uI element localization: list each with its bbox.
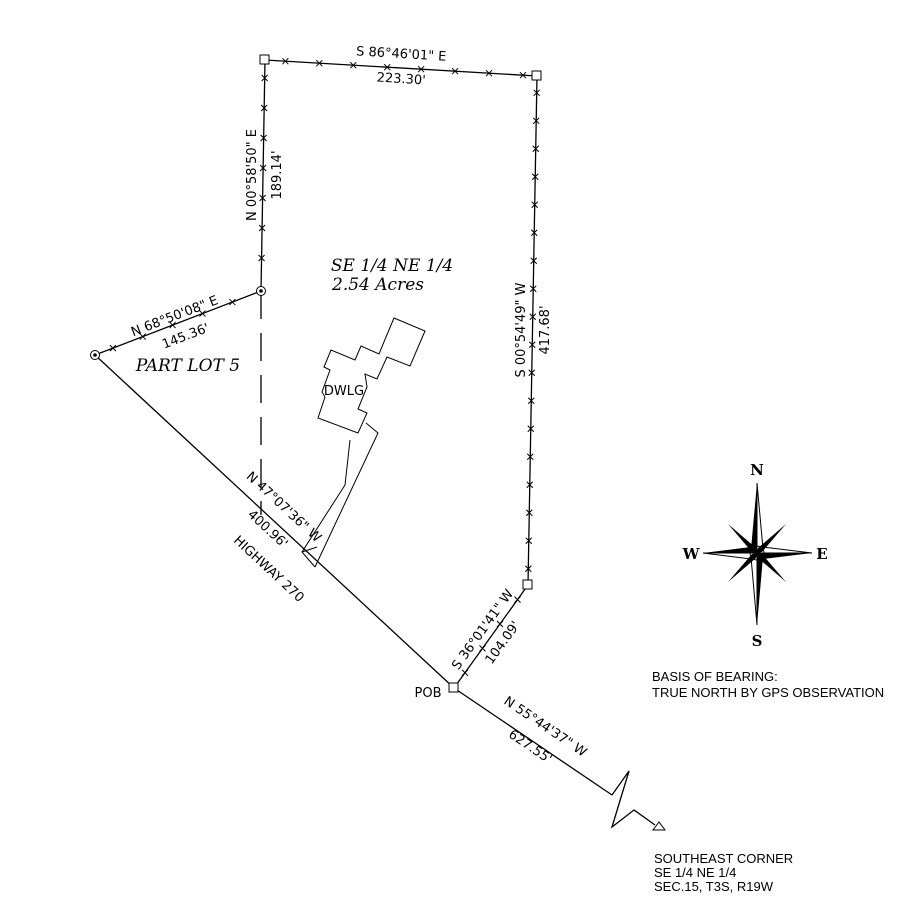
west-line-distance: 189.14' [270, 150, 285, 199]
fence-mark [525, 537, 533, 545]
driveway-apron [301, 546, 318, 553]
pob-marker [448, 682, 459, 693]
fence-mark [526, 453, 534, 461]
fence-mark [519, 71, 527, 79]
compass-se-point [757, 553, 786, 582]
fence-mark [530, 229, 538, 237]
fence-marks [109, 57, 541, 677]
dwelling-footprint [317, 317, 426, 434]
fence-mark [258, 224, 266, 232]
driveway-edge-left [301, 439, 351, 568]
parcel-title: SE 1/4 NE 1/4 [331, 256, 453, 276]
west-line-bearing: N 00°58'50" E [245, 129, 260, 221]
east-boundary-line [527, 75, 538, 586]
compass-sw-point [728, 553, 757, 582]
fence-mark [527, 425, 535, 433]
fence-mark [261, 74, 269, 82]
fence-mark [528, 341, 536, 349]
compass-ne-point [757, 524, 786, 553]
compass-south-point-outline [750, 552, 758, 626]
corner-note-line2: SE 1/4 NE 1/4 [654, 865, 736, 880]
corner-markers [90, 54, 666, 831]
basis-of-bearing-text: TRUE NORTH BY GPS OBSERVATION [652, 685, 884, 700]
part-lot-label: PART LOT 5 [135, 356, 240, 376]
fence-mark [531, 173, 539, 181]
fence-mark [282, 57, 289, 65]
west-corner-dot [93, 353, 97, 357]
pob-label: POB [415, 686, 442, 701]
compass-north-point [751, 483, 757, 553]
fence-mark [260, 104, 268, 112]
compass-s-label: S [752, 632, 763, 650]
tie-line [453, 687, 613, 796]
driveway-edge-right [314, 422, 379, 568]
fence-mark [533, 89, 541, 97]
lot-corner-dot [259, 289, 263, 293]
north-boundary-line [264, 59, 538, 77]
fence-mark [417, 65, 425, 73]
corner-note-line3: SEC.15, T3S, R19W [654, 879, 774, 894]
west-boundary-line [260, 59, 266, 292]
dwelling-outline [317, 317, 426, 434]
corner-note-line1: SOUTHEAST CORNER [654, 851, 793, 866]
fence-mark [532, 145, 540, 153]
fence-mark [349, 61, 357, 69]
section-corner-marker [652, 821, 666, 831]
highway-name: HIGHWAY 270 [230, 533, 307, 605]
fence-mark [529, 313, 537, 321]
boundary-lines [94, 59, 656, 829]
break-symbol [610, 770, 656, 829]
fence-mark [524, 565, 532, 573]
fence-mark [485, 69, 493, 77]
fence-mark [529, 285, 537, 293]
east-line-bearing: S 00°54'49" W [514, 282, 529, 377]
east-line-distance: 417.68' [538, 305, 553, 354]
north-line-bearing: S 86°46'01" E [356, 44, 447, 64]
compass-e-label: E [816, 545, 827, 563]
driveway [301, 422, 379, 568]
compass-east-point [757, 553, 812, 559]
compass-west-point [703, 547, 757, 553]
parcel-area: 2.54 Acres [331, 275, 424, 295]
fence-mark [526, 481, 534, 489]
fence-mark [315, 59, 323, 67]
fence-mark [461, 669, 469, 677]
fence-mark [496, 620, 504, 628]
compass-w-label: W [682, 545, 701, 563]
compass-nw-point [728, 524, 757, 553]
compass-south-point [757, 553, 763, 625]
fence-mark [531, 201, 539, 209]
fence-mark [260, 134, 268, 142]
nw-corner-marker [259, 54, 270, 65]
fence-mark [525, 509, 533, 517]
fence-mark [169, 321, 176, 329]
fence-mark [259, 164, 267, 172]
fence-mark [527, 397, 535, 405]
compass-rose: N S E W [682, 461, 828, 650]
fence-mark [199, 310, 206, 317]
compass-n-label: N [750, 461, 764, 479]
fence-mark [530, 257, 538, 265]
fence-mark [479, 644, 486, 652]
fence-mark [139, 333, 147, 340]
fence-mark [451, 67, 459, 75]
fence-mark [514, 596, 521, 603]
fence-mark [109, 344, 117, 352]
fence-mark [258, 254, 265, 262]
dwelling-label: DWLG [324, 384, 364, 399]
ne-corner-marker [531, 70, 542, 81]
north-line-distance: 223.30' [376, 71, 426, 89]
se-corner-marker [522, 579, 533, 590]
basis-of-bearing-heading: BASIS OF BEARING: [652, 669, 778, 684]
fence-mark [532, 117, 540, 125]
fence-mark [383, 63, 391, 71]
fence-mark [528, 369, 536, 377]
fence-mark [259, 194, 266, 202]
fence-mark [228, 298, 236, 306]
compass-center [749, 545, 765, 561]
highway-boundary-line [94, 354, 455, 689]
compass-north-point-outline [756, 482, 764, 554]
